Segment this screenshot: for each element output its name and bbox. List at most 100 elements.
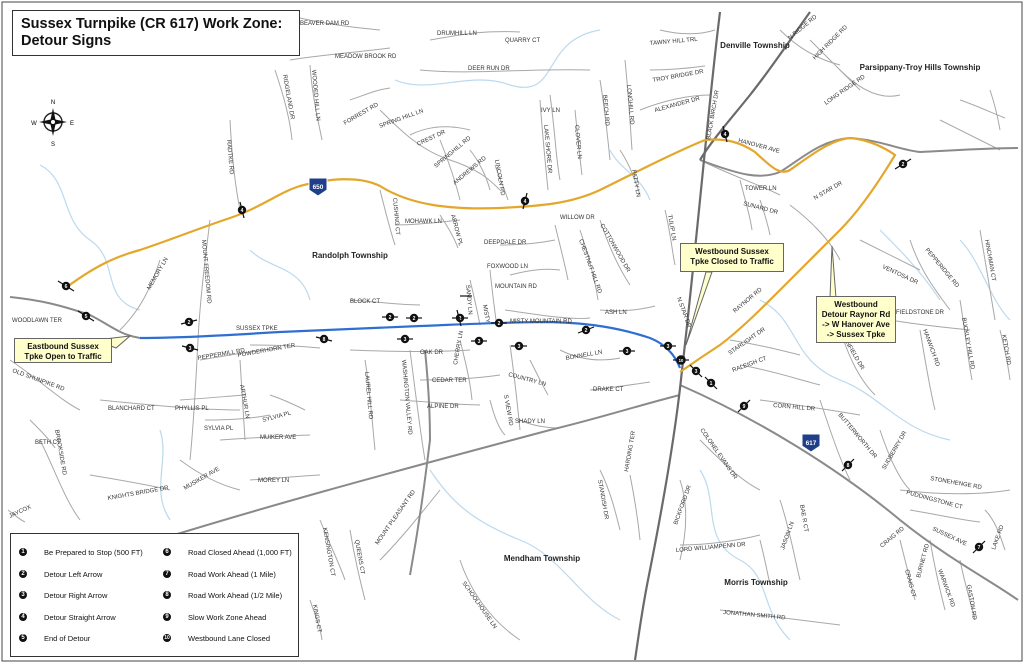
road-label: LONGHILL RD	[625, 85, 635, 126]
sign-marker: 2	[406, 313, 422, 323]
compass-rose: N S E W	[31, 100, 74, 148]
svg-text:9: 9	[743, 404, 746, 410]
compass-e: E	[70, 121, 74, 127]
road-label: WOODLAWN TER	[12, 318, 63, 324]
road-label: SANDY LN	[464, 285, 473, 315]
sign-marker: 6	[57, 280, 75, 292]
road-label: DEER RUN DR	[468, 66, 510, 72]
sign-marker: 2	[180, 317, 198, 327]
callout-detour: Westbound Detour Raynor Rd -> W Hanover …	[816, 296, 896, 343]
road-label: DRAKE CT	[593, 387, 624, 393]
road-label: LAUREL HILL RD	[363, 372, 373, 421]
sign-marker: 3	[181, 343, 199, 353]
svg-text:4: 4	[724, 132, 727, 138]
road-label: TULIP LN	[666, 214, 676, 241]
road-label: SYLVIA PL	[204, 426, 234, 432]
road-label: IVY LN	[541, 108, 560, 114]
sign-marker: 2	[382, 312, 398, 322]
road-label: JONATHAN SMITH RD	[723, 610, 787, 621]
svg-text:1: 1	[710, 381, 713, 387]
svg-text:617: 617	[806, 440, 817, 447]
svg-text:3: 3	[518, 344, 521, 350]
svg-text:2: 2	[585, 328, 588, 334]
road-label: CHERRY LN	[453, 330, 465, 365]
svg-text:7: 7	[978, 545, 981, 551]
road-label: DEEPDALE DR	[484, 240, 527, 246]
road-label: SUSSEX TPKE	[236, 326, 278, 332]
svg-text:3: 3	[626, 349, 629, 355]
sign-marker: 2	[894, 158, 912, 170]
compass-n: N	[51, 100, 55, 106]
sign-marker: 4	[520, 192, 530, 210]
label-morris: Morris Township	[724, 578, 788, 587]
road-label: ARTHUR LN	[238, 384, 250, 419]
sign-marker: 3	[471, 336, 487, 346]
road-label: OAK DR	[420, 350, 444, 356]
callout-westbound: Westbound Sussex Tpke Closed to Traffic	[680, 243, 784, 272]
svg-text:4: 4	[524, 199, 527, 205]
detour-route	[63, 136, 897, 373]
sign-marker: 7	[972, 540, 986, 554]
road-label: ASH LN	[605, 310, 627, 316]
sign-marker: 8	[841, 458, 855, 472]
svg-text:2: 2	[188, 320, 191, 326]
streams	[39, 29, 1011, 641]
road-label: BEECH RD	[601, 95, 610, 127]
sign-marker: 3	[397, 334, 413, 344]
sign-marker: 10	[673, 355, 689, 365]
road-label: BEAVER DAM RD	[300, 21, 350, 27]
callout-eastbound: Eastbound Sussex Tpke Open to Traffic	[14, 338, 112, 363]
road-label: MOUNT FREEDOM RD	[200, 240, 212, 305]
road-label: KINGS CT	[311, 604, 322, 633]
road-label: DRUMHILL LN	[437, 31, 477, 37]
svg-text:2: 2	[498, 321, 501, 327]
svg-text:2: 2	[459, 316, 462, 322]
road-label: BAE R CT	[798, 504, 809, 533]
road-label: CUSHING CT	[391, 198, 400, 236]
road-label: CLOVER LN	[573, 125, 582, 159]
road-label: CORN HILL DR	[773, 403, 816, 413]
svg-text:2: 2	[413, 316, 416, 322]
sign-marker: 1	[704, 376, 718, 390]
label-mendham: Mendham Township	[504, 554, 580, 563]
road-label: LAKE SHORE DR	[542, 125, 552, 175]
road-label: CEDAR TER	[432, 378, 467, 384]
road-label: TOWER LN	[745, 186, 777, 192]
svg-text:2: 2	[389, 315, 392, 321]
svg-text:8: 8	[847, 463, 850, 469]
road-label: PATTY LN	[630, 169, 641, 197]
svg-text:5: 5	[85, 314, 88, 320]
svg-text:4: 4	[241, 208, 244, 214]
svg-text:8: 8	[323, 337, 326, 343]
label-denville: Denville Township	[720, 41, 790, 50]
sign-marker: 3	[619, 346, 635, 356]
map-title: Sussex Turnpike (CR 617) Work Zone: Deto…	[12, 10, 300, 56]
township-labels: Randolph Township Denville Township Pars…	[312, 41, 980, 587]
road-label: MISTY	[481, 304, 490, 323]
shield-cr650: 650	[308, 177, 328, 197]
road-label: QUARRY CT	[505, 38, 540, 44]
svg-text:3: 3	[667, 344, 670, 350]
svg-text:3: 3	[404, 337, 407, 343]
road-label: ALPINE DR	[427, 404, 459, 410]
sign-marker: 4	[720, 125, 730, 143]
road-label: TAWNY HILL TRL	[650, 37, 699, 47]
svg-text:6: 6	[65, 284, 68, 290]
road-label: KETCH RD	[1000, 334, 1011, 366]
road-label: MISTY MOUNTAIN RD	[510, 319, 572, 325]
compass-s: S	[51, 142, 55, 148]
road-label: MOHAWK LN	[405, 219, 442, 225]
road-label: MEADOW BROOK RD	[335, 54, 397, 60]
sign-marker: 3	[689, 364, 703, 378]
sign-marker: 2	[577, 325, 595, 335]
road-label: MOREY LN	[258, 478, 289, 484]
compass-w: W	[31, 121, 37, 127]
